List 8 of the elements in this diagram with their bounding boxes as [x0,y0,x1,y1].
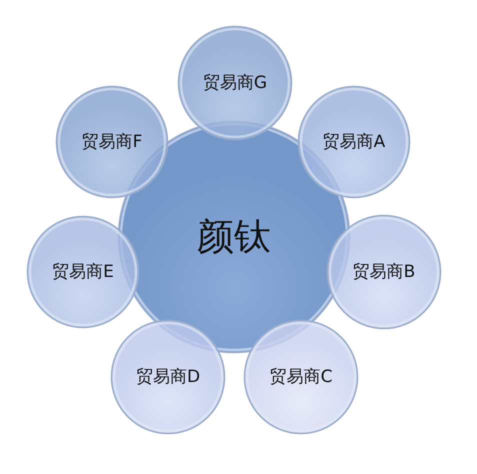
trader-label: 贸易商B [352,262,416,282]
trader-label: 贸易商G [202,74,268,92]
trader-label: 贸易商F [82,132,142,152]
trader-label: 贸易商E [52,262,114,282]
center-label: 颜钛 [197,216,271,258]
trader-label: 贸易商A [322,132,386,152]
trader-label: 贸易商C [270,368,332,386]
trader-label: 贸易商D [136,368,200,386]
